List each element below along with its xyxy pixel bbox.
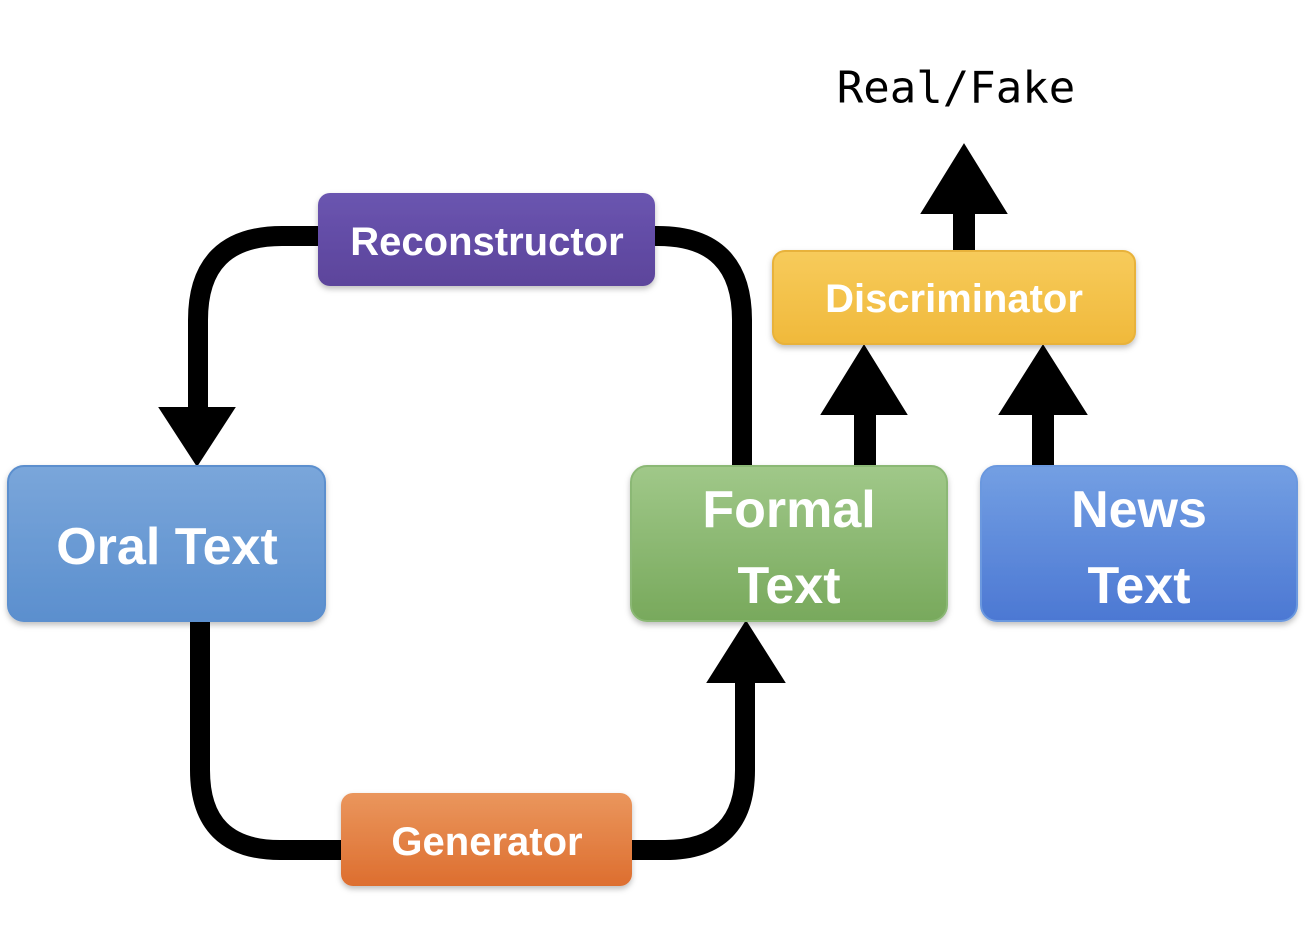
formal-text-box [630,465,948,622]
edge-generator-to-formal-text [625,680,755,860]
discriminator-box [772,250,1136,345]
generator-label: Generator [391,820,582,864]
edge-formal-text-to-discriminator [854,409,876,471]
formal-text-node: Formal Text [630,465,948,622]
edge-oral-text-to-generator [190,615,350,860]
arrowhead-into-formal-text [706,620,786,683]
edge-news-text-to-discriminator [1032,409,1054,471]
arrowhead-into-oral-text [158,407,236,467]
arrowhead-into-output [920,143,1008,214]
reconstructor-box [318,193,655,286]
reconstructor-node: Reconstructor [318,193,655,286]
discriminator-node: Discriminator [772,250,1136,345]
generator-node: Generator [341,793,632,886]
output-label-real-fake: Real/Fake [837,63,1075,114]
news-text-label-line1: News [1071,481,1207,539]
formal-text-label-line1: Formal [702,481,875,539]
arrowhead-from-news-text-into-discriminator [998,344,1088,415]
edge-reconstructor-to-oral-text [188,226,330,410]
news-text-node: News Text [980,465,1298,622]
arrowhead-from-formal-text-into-discriminator [820,344,908,415]
edge-formal-text-to-reconstructor [645,226,752,470]
oral-text-node: Oral Text [7,465,326,622]
generator-box [341,793,632,886]
formal-text-label-line2: Text [737,557,840,615]
news-text-box [980,465,1298,622]
reconstructor-label: Reconstructor [350,220,623,264]
news-text-label-line2: Text [1087,557,1190,615]
oral-text-label: Oral Text [56,518,278,576]
discriminator-label: Discriminator [825,277,1083,321]
oral-text-box [7,465,326,622]
